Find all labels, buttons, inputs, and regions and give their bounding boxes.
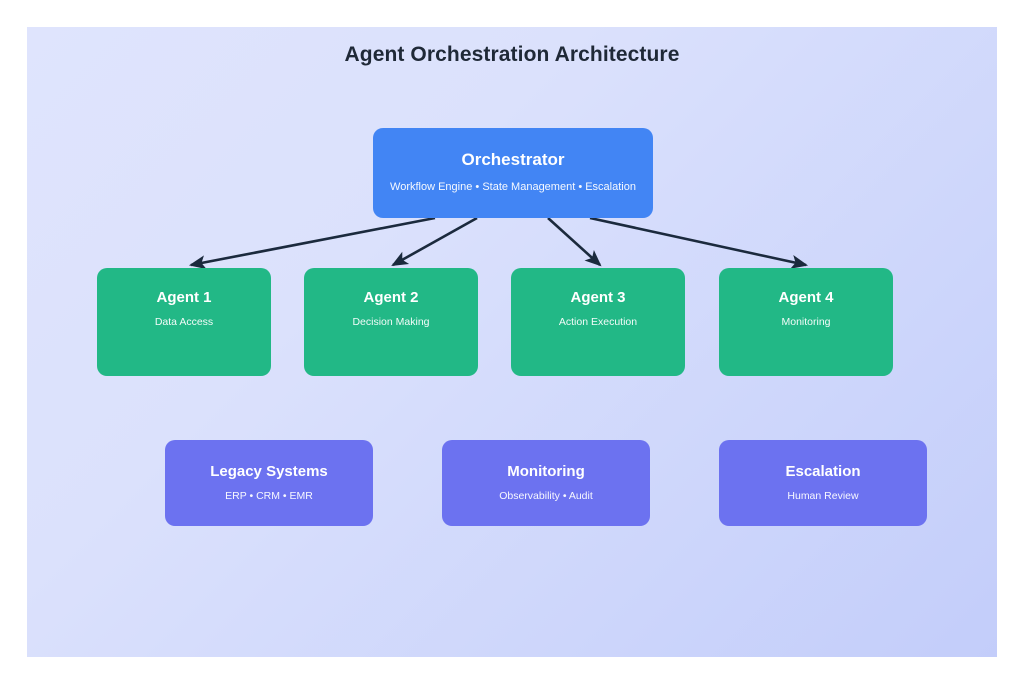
node-escalation[interactable]: Escalation Human Review — [719, 440, 927, 526]
node-orchestrator[interactable]: Orchestrator Workflow Engine • State Man… — [373, 128, 653, 218]
connector-orchestrator-to-agent-1 — [188, 216, 436, 270]
node-legacy-systems-subtitle: ERP • CRM • EMR — [225, 489, 313, 502]
node-orchestrator-title: Orchestrator — [461, 150, 565, 169]
connector-orchestrator-to-agent-2 — [391, 216, 478, 267]
connector-orchestrator-to-agent-3 — [547, 217, 602, 267]
node-agent-2-title: Agent 2 — [363, 289, 419, 306]
connector-orchestrator-to-agent-4 — [589, 216, 809, 269]
node-agent-3-title: Agent 3 — [570, 289, 626, 306]
page-title: Agent Orchestration Architecture — [344, 43, 680, 66]
node-agent-3-subtitle: Action Execution — [558, 315, 638, 328]
node-agent-2[interactable]: Agent 2 Decision Making — [304, 268, 478, 376]
node-agent-4[interactable]: Agent 4 Monitoring — [719, 268, 893, 376]
node-agent-1[interactable]: Agent 1 Data Access — [97, 268, 271, 376]
node-monitoring-platform-subtitle: Observability • Audit — [499, 489, 593, 502]
node-agent-1-title: Agent 1 — [156, 289, 212, 306]
node-legacy-systems[interactable]: Legacy Systems ERP • CRM • EMR — [165, 440, 373, 526]
node-legacy-systems-title: Legacy Systems — [210, 463, 328, 480]
node-monitoring-platform[interactable]: Monitoring Observability • Audit — [442, 440, 650, 526]
node-escalation-subtitle: Human Review — [787, 489, 859, 502]
node-escalation-title: Escalation — [785, 463, 861, 480]
node-monitoring-platform-title: Monitoring — [507, 463, 585, 480]
node-agent-1-subtitle: Data Access — [154, 315, 214, 328]
node-agent-4-subtitle: Monitoring — [781, 315, 831, 328]
node-agent-3[interactable]: Agent 3 Action Execution — [511, 268, 685, 376]
node-agent-4-title: Agent 4 — [778, 289, 834, 306]
node-agent-2-subtitle: Decision Making — [352, 315, 430, 328]
diagram-canvas: Agent Orchestration Architecture Orchest… — [27, 27, 997, 657]
node-orchestrator-subtitle: Workflow Engine • State Management • Esc… — [390, 180, 636, 193]
